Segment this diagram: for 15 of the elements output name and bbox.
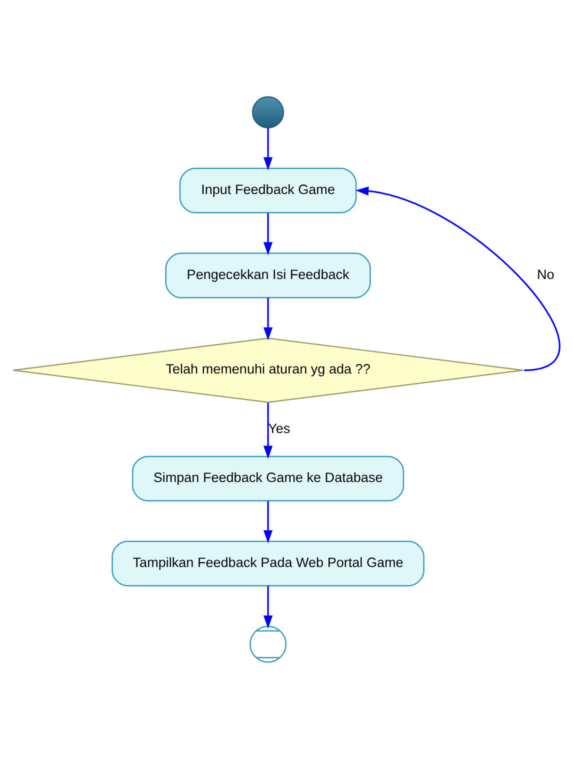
arrow xyxy=(263,212,273,255)
node-circle xyxy=(252,96,284,128)
arrow xyxy=(356,186,560,371)
arrow xyxy=(263,127,273,170)
edge-label: No xyxy=(537,266,554,282)
arrow xyxy=(263,297,273,340)
arrow xyxy=(263,585,273,628)
node-box: Pengecekkan Isi Feedback xyxy=(165,252,371,298)
node-diamond: Telah memenuhi aturan yg ada ?? xyxy=(12,337,524,402)
node-box: Input Feedback Game xyxy=(179,167,357,213)
arrow xyxy=(263,402,273,458)
node-box: Tampilkan Feedback Pada Web Portal Game xyxy=(112,540,424,586)
node-circle xyxy=(250,625,286,662)
arrow xyxy=(263,500,273,543)
node-box: Simpan Feedback Game ke Database xyxy=(132,455,404,501)
